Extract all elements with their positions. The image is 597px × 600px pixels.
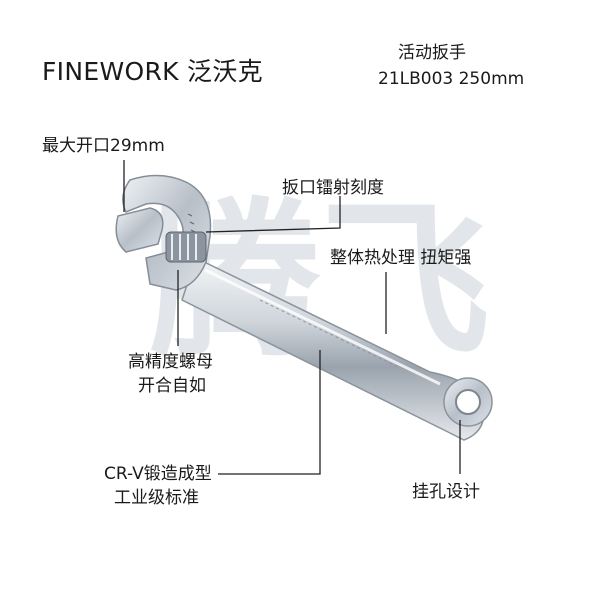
callout-nut: 高精度螺母 开合自如 [128,350,213,398]
callout-max-opening: 最大开口29mm [42,136,165,156]
callout-heat-treatment: 整体热处理 扭矩强 [330,248,472,268]
callout-hang-hole: 挂孔设计 [412,482,480,502]
callout-crv-line1: CR-V锻造成型 [104,464,212,484]
hang-hole-end [443,377,493,427]
product-name: 活动扳手 [398,43,466,63]
callout-nut-line2: 开合自如 [138,376,206,396]
brand-title: FINEWORK 泛沃克 [42,57,263,86]
callout-crv: CR-V锻造成型 工业级标准 [104,462,212,510]
callout-laser-scale: 扳口镭射刻度 [282,178,384,198]
callout-nut-line1: 高精度螺母 [128,352,213,372]
callout-crv-line2: 工业级标准 [114,488,199,508]
product-model-size: 21LB003 250mm [378,69,525,89]
worm-nut [165,231,207,263]
leader-lines [123,160,461,475]
